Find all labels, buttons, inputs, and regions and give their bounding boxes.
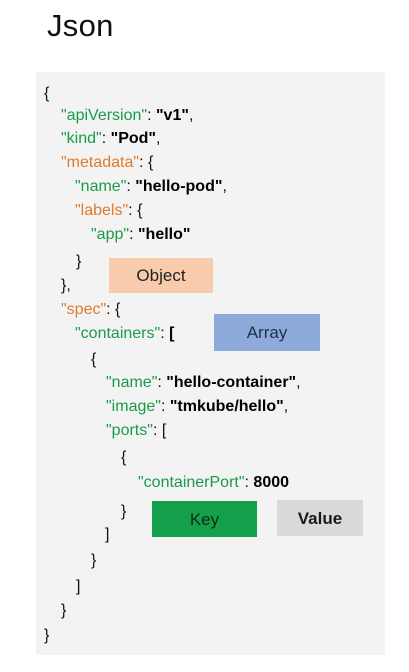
code-line-close-container: } <box>91 552 97 569</box>
code-line-open-brace: { <box>44 85 50 102</box>
json-value: 8000 <box>253 474 290 491</box>
code-line-close-port: } <box>121 503 127 520</box>
json-value: "hello" <box>137 226 191 243</box>
json-key: "kind" <box>61 130 102 147</box>
json-key: "name" <box>106 374 158 391</box>
code-line-containerport: "containerPort": 8000 <box>138 474 290 491</box>
json-value: "v1" <box>155 107 189 124</box>
key-tag: Key <box>152 501 257 537</box>
code-line-ports: "ports": [ <box>106 422 167 439</box>
json-key: "spec" <box>61 301 107 318</box>
json-code-panel <box>36 72 385 655</box>
json-value: "hello-container" <box>166 374 297 391</box>
json-key: "containerPort" <box>138 474 245 491</box>
code-line-containers: "containers": [ <box>75 325 175 342</box>
code-line-kind: "kind": "Pod", <box>61 130 161 147</box>
code-line-container-name: "name": "hello-container", <box>106 374 301 391</box>
json-key: "name" <box>75 178 127 195</box>
code-line-app: "app": "hello" <box>91 226 191 243</box>
code-line-close-spec: } <box>61 602 67 619</box>
code-line-metadata: "metadata": { <box>61 154 154 171</box>
code-line-spec: "spec": { <box>61 301 121 318</box>
json-key: "containers" <box>75 325 161 342</box>
code-line-image: "image": "tmkube/hello", <box>106 398 289 415</box>
array-tag: Array <box>214 314 320 351</box>
code-line-close-ports: ] <box>105 526 110 543</box>
value-tag: Value <box>277 500 363 536</box>
json-value: "tmkube/hello" <box>169 398 284 415</box>
json-value: "Pod" <box>110 130 156 147</box>
json-key: "ports" <box>106 422 153 439</box>
json-key: "labels" <box>75 202 129 219</box>
json-key: "image" <box>106 398 161 415</box>
json-value: "hello-pod" <box>135 178 223 195</box>
page-title: Json <box>47 8 114 43</box>
code-line-open-port: { <box>121 449 127 466</box>
code-line-close-labels: } <box>76 253 82 270</box>
code-line-close-metadata: }, <box>61 277 71 294</box>
json-key: "apiVersion" <box>61 107 148 124</box>
code-line-apiversion: "apiVersion": "v1", <box>61 107 194 124</box>
code-line-open-container: { <box>91 351 97 368</box>
object-tag: Object <box>109 258 213 293</box>
code-line-close-root: } <box>44 627 50 644</box>
json-key: "metadata" <box>61 154 140 171</box>
code-line-name: "name": "hello-pod", <box>75 178 227 195</box>
code-line-close-containers: ] <box>76 578 81 595</box>
json-key: "app" <box>91 226 130 243</box>
code-line-labels: "labels": { <box>75 202 143 219</box>
